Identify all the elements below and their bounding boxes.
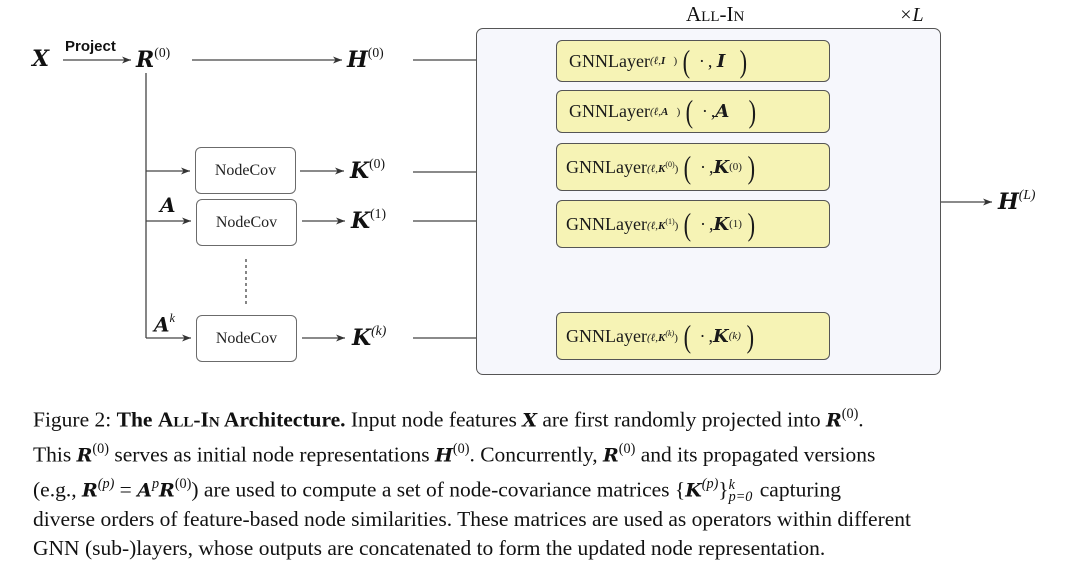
gnn-layer-adjacency: GNNLayer(ℓ,A ) (·,A )	[556, 90, 830, 133]
gnn-layer-identity: GNNLayer(ℓ,I ) (·, I )	[556, 40, 830, 82]
repeat-label: ×L	[899, 4, 924, 26]
a-label: A	[160, 193, 176, 217]
k0-label: K(0)	[350, 156, 386, 185]
project-label: Project	[65, 38, 116, 55]
caption-line-1: Figure 2: The All-In Architecture. Input…	[33, 406, 864, 432]
caption-line-5: GNN (sub-)layers, whose outputs are conc…	[33, 535, 826, 560]
kk-label: K(k)	[352, 323, 387, 352]
nodecov-box-k: NodeCov	[196, 315, 297, 362]
caption-line-4: diverse orders of feature-based node sim…	[33, 507, 911, 531]
caption-line-2: This R(0) serves as initial node represe…	[33, 441, 876, 467]
caption-line-3: (e.g., R(p) = ApR(0)) are used to comput…	[33, 476, 841, 505]
gnn-layer-k1: GNNLayer(ℓ,K(1)) (·,K(1))	[556, 200, 830, 248]
output-hl-label: H(L)	[998, 187, 1036, 216]
gnn-layer-kk: GNNLayer(ℓ,K(k)) (·,K(k))	[556, 312, 830, 360]
gnn-layer-k0: GNNLayer(ℓ,K(0)) (·,K(0))	[556, 143, 830, 191]
figure-caption: Figure 2: The All-In Architecture. Input…	[33, 400, 1068, 562]
nodecov-box-0: NodeCov	[195, 147, 296, 194]
ak-label: Ak	[154, 311, 176, 337]
all-in-title: All-In	[686, 2, 745, 26]
nodecov-box-1: NodeCov	[196, 199, 297, 246]
architecture-diagram: All-In ×L X Project R(0) H(0) A Ak NodeC…	[32, 2, 1036, 375]
k1-label: K(1)	[351, 206, 387, 235]
input-x-label: X	[32, 46, 50, 72]
r0-label: R(0)	[136, 45, 171, 74]
h0-label: H(0)	[347, 45, 384, 74]
